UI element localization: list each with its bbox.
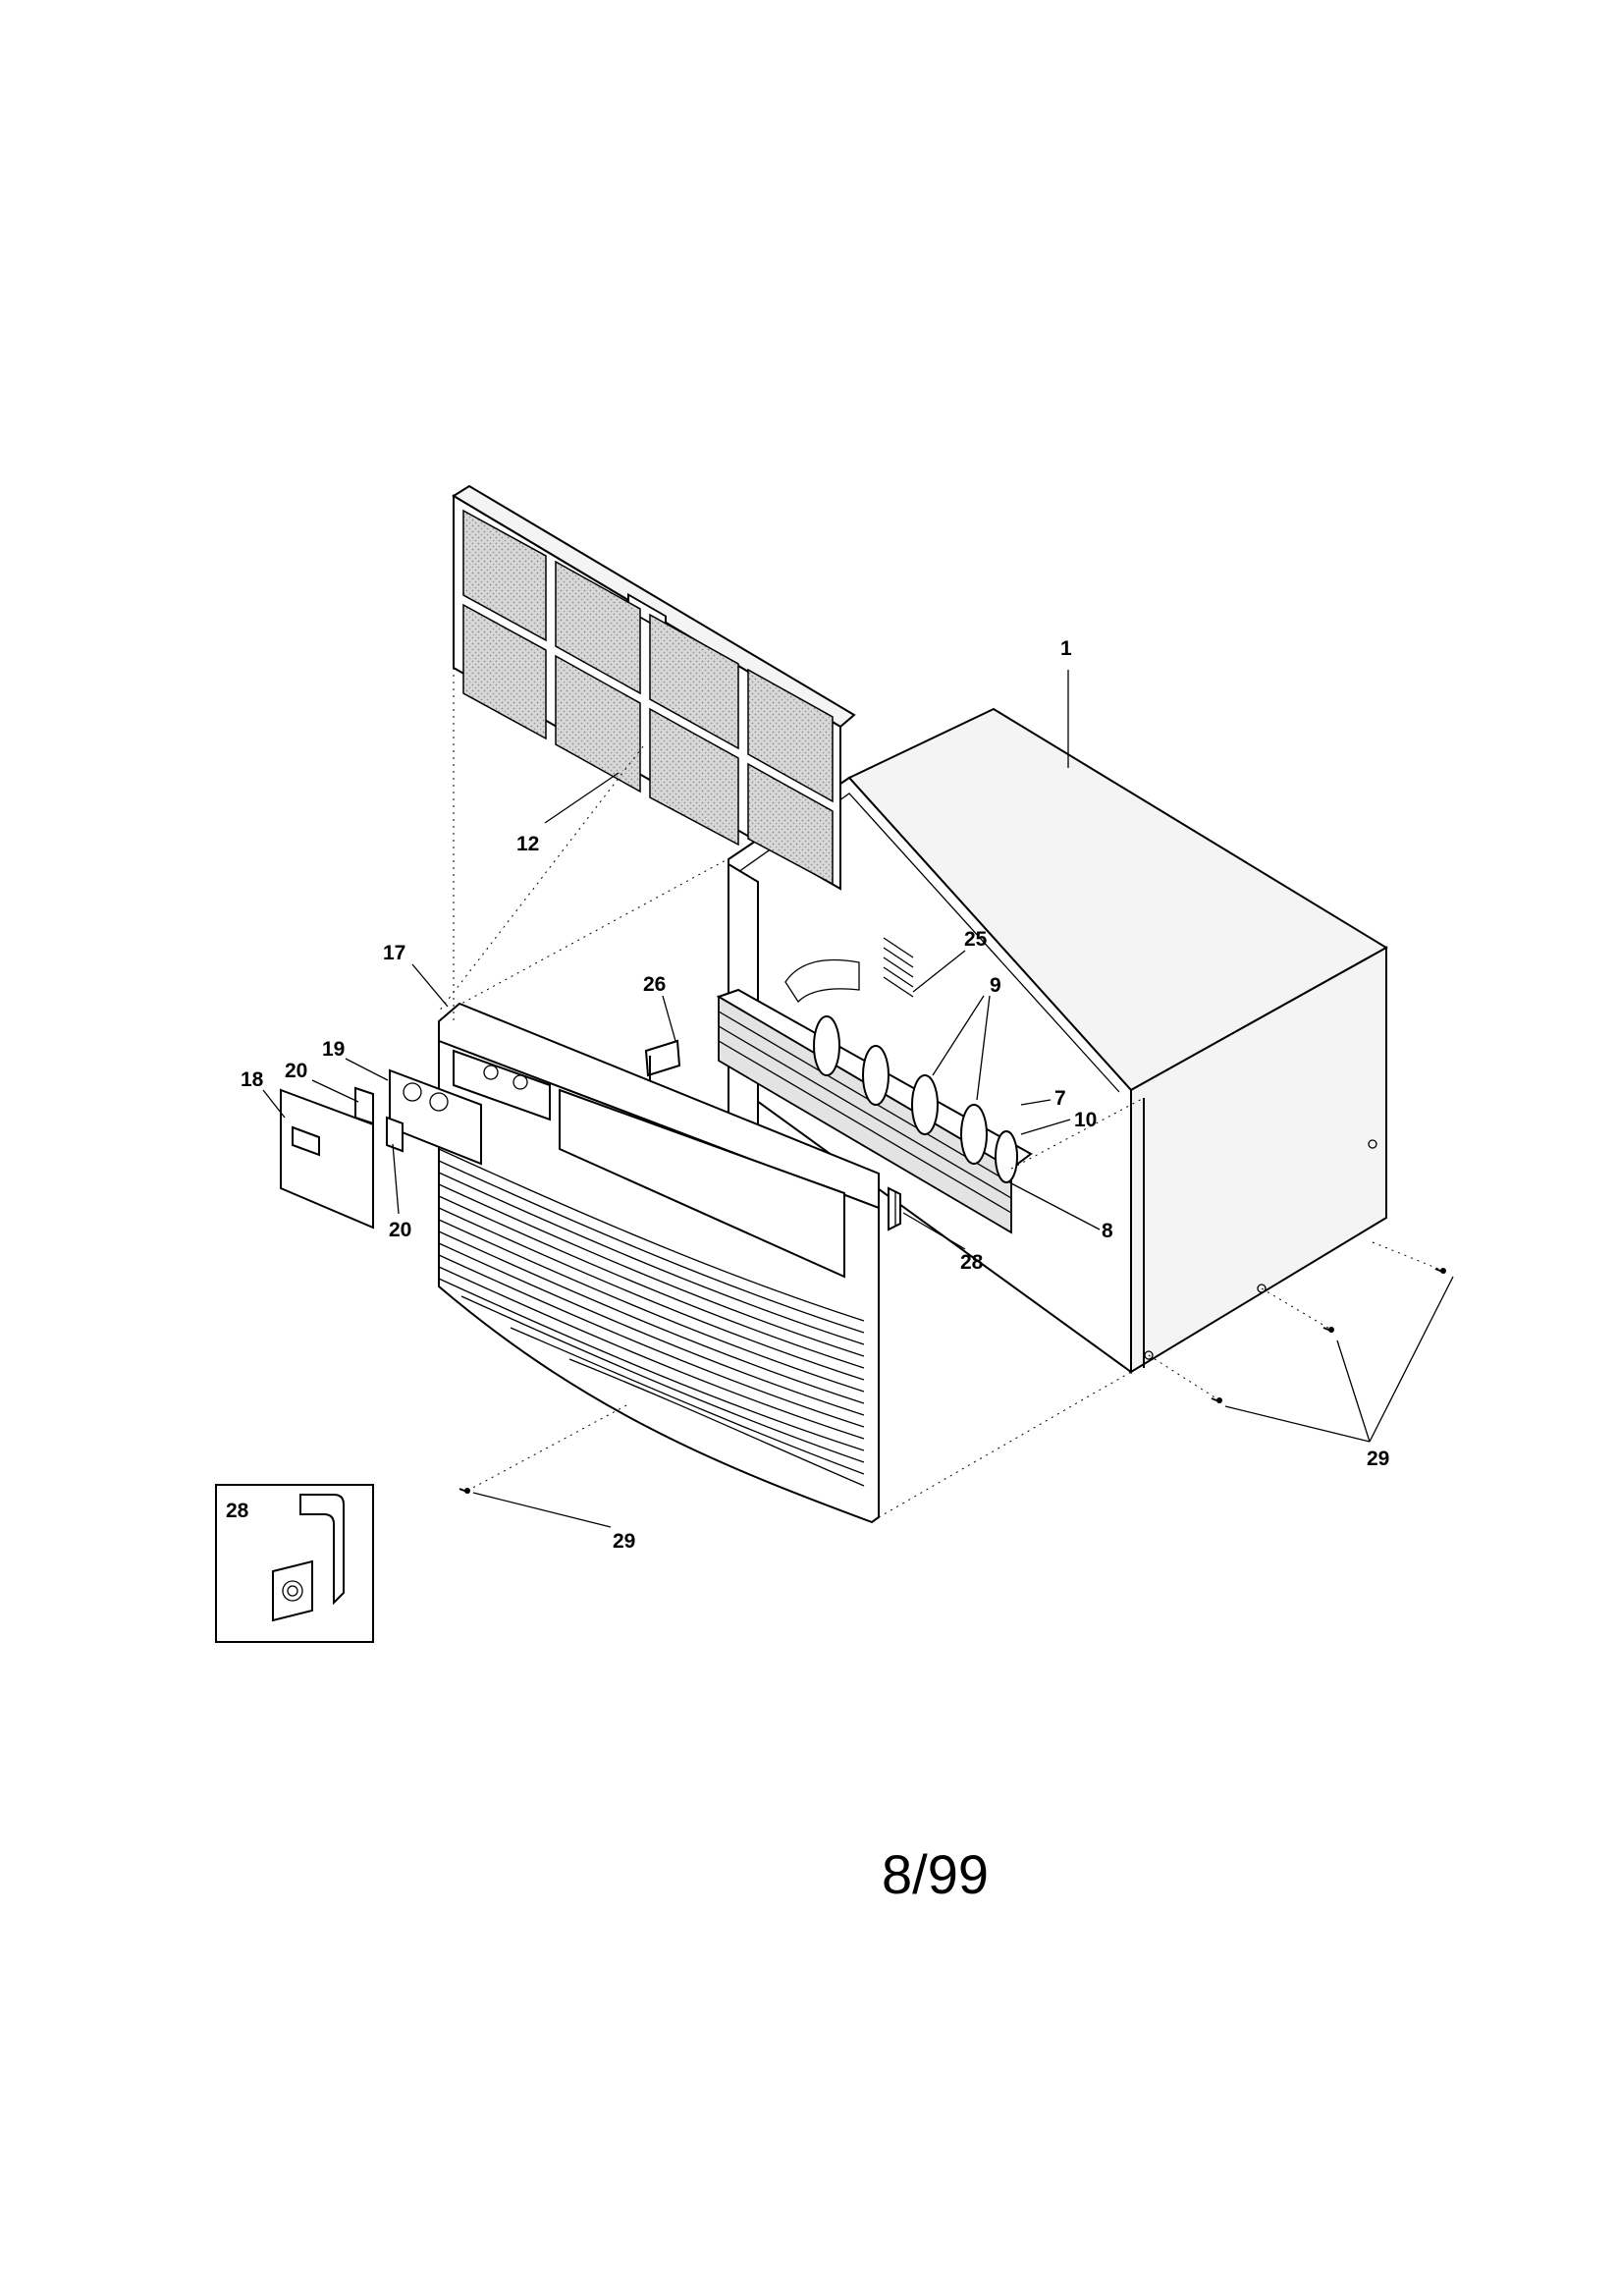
cabinet (728, 707, 1388, 1374)
callout-20-upper: 20 (285, 1060, 307, 1082)
callout-9: 9 (990, 974, 1001, 997)
date-code: 8/99 (882, 1843, 989, 1905)
detail-inset: 28 (215, 1484, 374, 1643)
callout-29-left: 29 (613, 1530, 635, 1553)
callout-26: 26 (643, 973, 666, 996)
callout-19: 19 (322, 1038, 345, 1061)
grille-louvers (438, 1148, 865, 1487)
louver-vane (862, 1045, 890, 1106)
front-grille (438, 1002, 880, 1524)
bracket-26 (644, 1039, 681, 1085)
air-filter (452, 484, 856, 891)
louver-vane (813, 1015, 840, 1076)
partition-vent-slots (883, 937, 914, 998)
projection-lines (438, 668, 1444, 1518)
control-panel (389, 1068, 482, 1166)
callout-28: 28 (960, 1251, 984, 1274)
control-knobs (354, 1086, 404, 1153)
clip-28 (888, 1186, 901, 1231)
louver-assembly (716, 988, 1033, 1234)
callout-12: 12 (516, 833, 539, 855)
callout-8: 8 (1102, 1220, 1113, 1242)
leader-lines (262, 670, 1454, 1528)
callout-18: 18 (241, 1068, 264, 1091)
callout-25: 25 (964, 928, 988, 951)
louver-vane (995, 1130, 1018, 1183)
callout-20-lower: 20 (389, 1219, 411, 1241)
control-cover (280, 1088, 374, 1230)
callout-1: 1 (1060, 637, 1072, 660)
callout-17: 17 (383, 942, 405, 964)
callout-10: 10 (1074, 1109, 1097, 1131)
louver-vane (960, 1104, 988, 1165)
callout-7: 7 (1054, 1087, 1066, 1110)
detail-inset-label: 28 (226, 1500, 249, 1522)
callout-29-right: 29 (1367, 1448, 1389, 1470)
louver-vane (911, 1074, 939, 1135)
